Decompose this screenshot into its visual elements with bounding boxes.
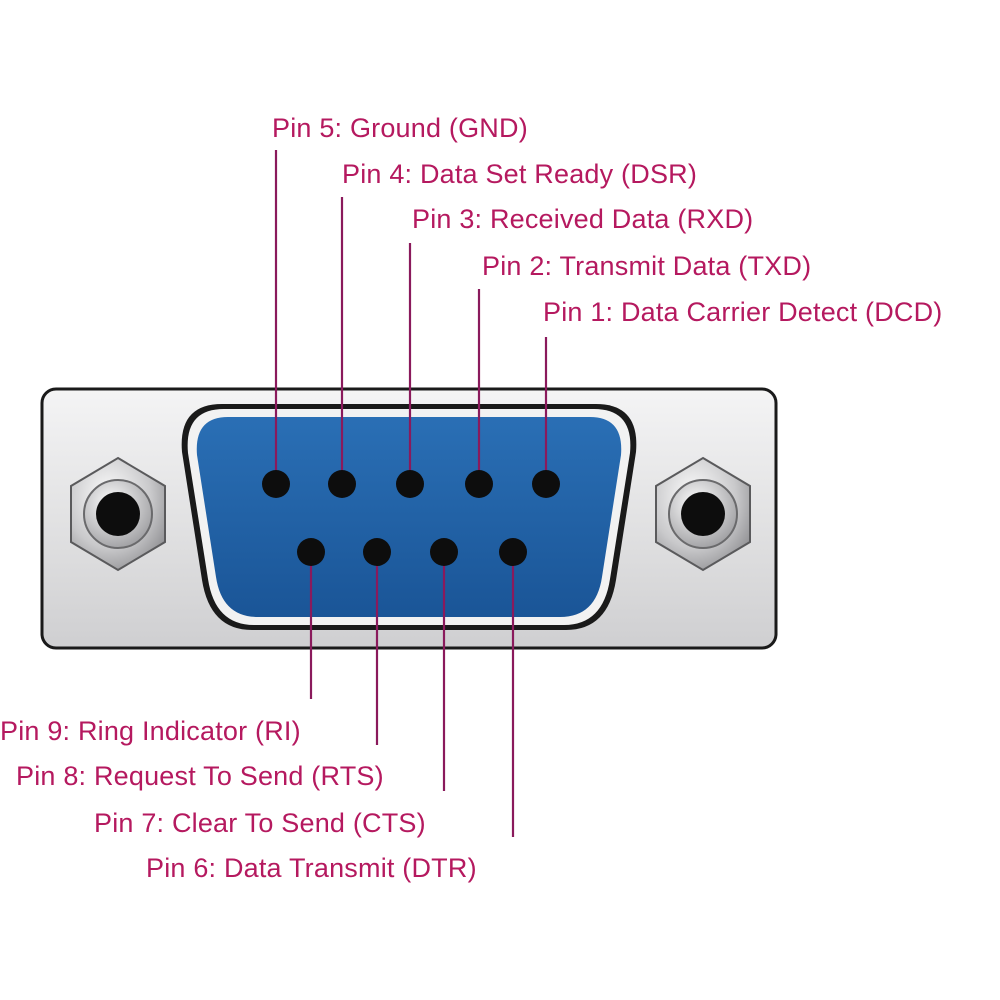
- pin-4-label: Pin 4: Data Set Ready (DSR): [342, 159, 697, 189]
- pin-6-label: Pin 6: Data Transmit (DTR): [146, 853, 477, 883]
- pin-2-hole: [465, 470, 493, 498]
- pin-1-label: Pin 1: Data Carrier Detect (DCD): [543, 297, 943, 327]
- pin-9-hole: [297, 538, 325, 566]
- pin-5-label: Pin 5: Ground (GND): [272, 113, 528, 143]
- pin-holes: [262, 470, 560, 566]
- pin-labels: Pin 5: Ground (GND) Pin 4: Data Set Read…: [0, 113, 943, 883]
- pin-8-hole: [363, 538, 391, 566]
- pin-3-hole: [396, 470, 424, 498]
- pin-9-label: Pin 9: Ring Indicator (RI): [0, 716, 301, 746]
- pin-7-hole: [430, 538, 458, 566]
- pin-6-hole: [499, 538, 527, 566]
- left-jackscrew: [70, 456, 166, 572]
- pin-1-hole: [532, 470, 560, 498]
- pin-8-label: Pin 8: Request To Send (RTS): [16, 761, 384, 791]
- pin-2-label: Pin 2: Transmit Data (TXD): [482, 251, 811, 281]
- pin-7-label: Pin 7: Clear To Send (CTS): [94, 808, 426, 838]
- nut-hole: [96, 492, 140, 536]
- right-jackscrew: [655, 456, 751, 572]
- nut-hole: [681, 492, 725, 536]
- d-sub-insert-face: [196, 417, 622, 617]
- pin-5-hole: [262, 470, 290, 498]
- pin-4-hole: [328, 470, 356, 498]
- pin-3-label: Pin 3: Received Data (RXD): [412, 204, 753, 234]
- leader-lines: [274, 150, 548, 837]
